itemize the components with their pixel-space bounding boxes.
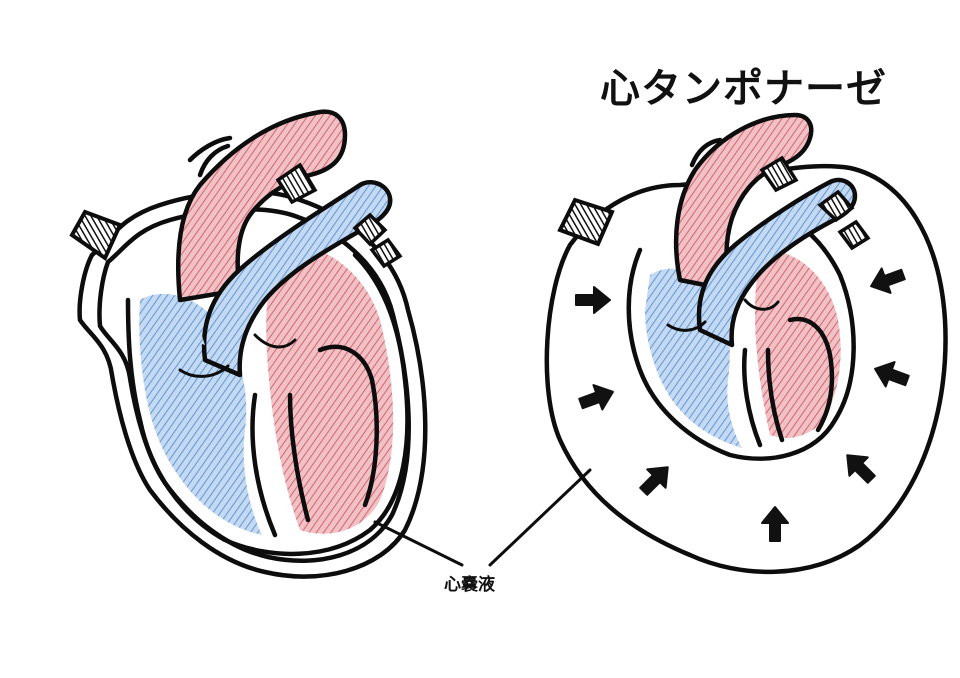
tamponade-heart — [544, 112, 948, 574]
vessel-stub-left-4 — [275, 162, 318, 205]
label-leaders — [373, 468, 592, 567]
vena-cava-left — [140, 299, 205, 345]
vessel-stub-right-4 — [759, 155, 799, 193]
vessel-stub-right-3 — [837, 219, 871, 251]
left-heart-left — [266, 244, 394, 534]
pressure-arrow-icon — [633, 457, 678, 502]
pressure-arrow-icon — [869, 355, 913, 394]
pulmonary-artery-right — [696, 177, 858, 348]
pericardial-fluid-label: 心嚢液 — [444, 575, 495, 595]
vessel-stub-left-3 — [369, 237, 403, 269]
diagram-title: 心タンポナーゼ — [600, 66, 887, 112]
vessel-stub-right-1 — [557, 197, 615, 247]
aorta-left — [175, 109, 348, 303]
septum-left — [250, 392, 278, 538]
left-heart-right — [755, 250, 841, 438]
vessel-stub-left-1 — [69, 209, 123, 262]
pressure-arrow-icon — [865, 261, 909, 300]
normal-heart — [69, 109, 428, 579]
vessel-stub-right-2 — [817, 189, 855, 223]
septum-left-2 — [287, 392, 311, 523]
vessel-stub-left-2 — [352, 212, 388, 247]
pressure-arrow-icon — [575, 378, 619, 417]
heart-wall-left — [125, 252, 410, 557]
pressure-arrow-icon — [761, 506, 789, 542]
heart-wall-right — [626, 212, 856, 461]
pressure-arrow-icon — [837, 445, 882, 490]
pressure-arrow-icon — [575, 286, 611, 314]
pulmonary-artery-left — [201, 180, 393, 378]
